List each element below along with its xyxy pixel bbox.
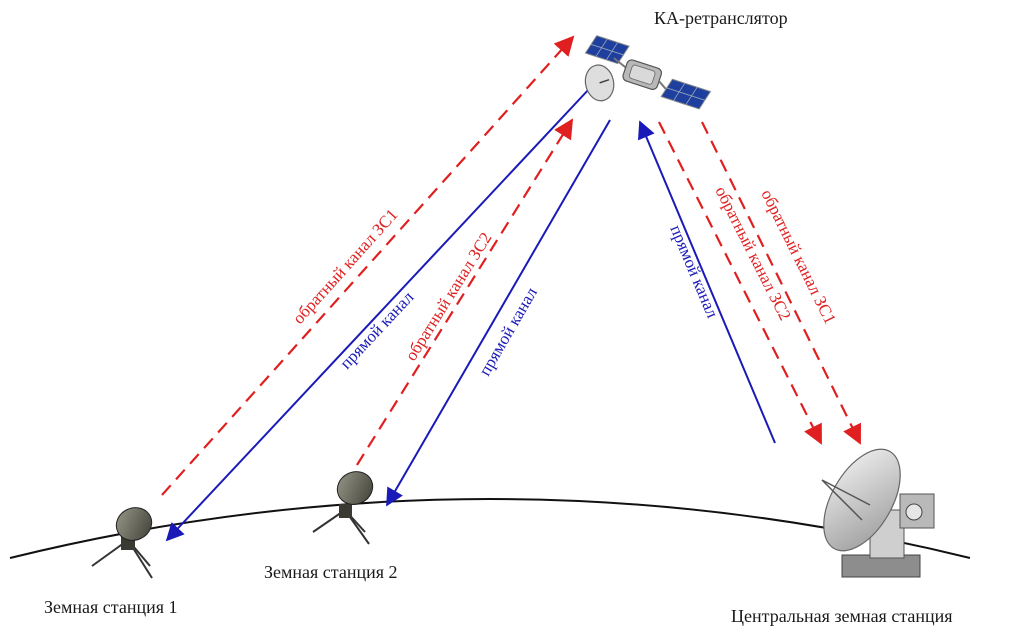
return-channel-zs2-line — [356, 118, 574, 466]
satellite-icon — [584, 35, 712, 110]
forward-channel-central-line — [637, 120, 776, 444]
central-station-dish-icon — [821, 448, 935, 578]
return-channel-zs2-relay-line — [658, 121, 822, 445]
return-channel-zs1-line — [161, 35, 575, 496]
station1-dish-icon — [91, 507, 153, 579]
satellite-label: КА-ретранслятор — [654, 8, 788, 28]
station1-label: Земная станция 1 — [44, 597, 178, 617]
label-forward-central: прямой канал — [666, 222, 722, 321]
return-channel-zs1-relay-line — [701, 121, 862, 445]
forward-channel-zs1-line — [165, 87, 591, 542]
station2-label: Земная станция 2 — [264, 562, 398, 582]
forward-channel-zs2-line — [386, 119, 611, 507]
station2-dish-icon — [312, 471, 374, 545]
label-forward-zs1: прямой канал — [336, 287, 418, 373]
label-forward-zs2: прямой канал — [475, 284, 541, 379]
central-station-label: Центральная земная станция — [731, 606, 953, 626]
